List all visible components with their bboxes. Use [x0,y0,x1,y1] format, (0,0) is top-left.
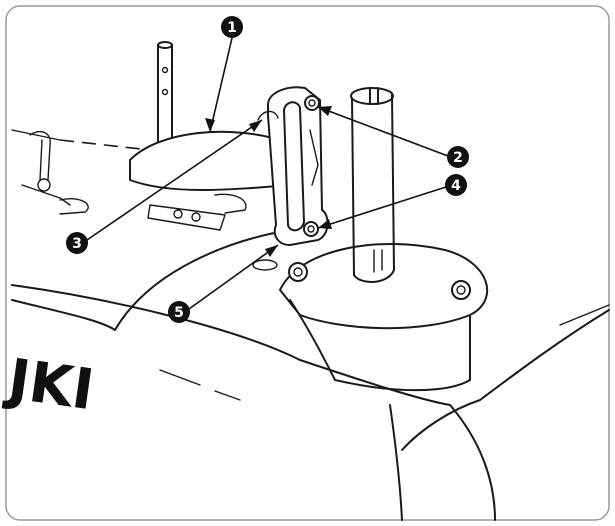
callout-2: 2 [447,146,469,168]
callout-3: 3 [66,232,88,254]
svg-text:4: 4 [451,178,461,194]
svg-text:1: 1 [227,20,237,36]
cover-plate [129,130,291,271]
callout-5: 5 [168,301,190,323]
thread-rod [157,41,173,151]
svg-text:5: 5 [174,305,184,321]
svg-text:3: 3 [72,236,82,252]
callout-leaders [86,37,449,310]
callout-4: 4 [445,174,467,196]
spool-pin-tube [350,87,395,283]
left-thread-guide [21,130,89,215]
brand-logo: JKI [1,347,98,424]
machine-bed [11,129,610,521]
spool-base-plate [279,243,489,392]
callout-1: 1 [221,16,243,38]
svg-text:2: 2 [453,150,463,166]
